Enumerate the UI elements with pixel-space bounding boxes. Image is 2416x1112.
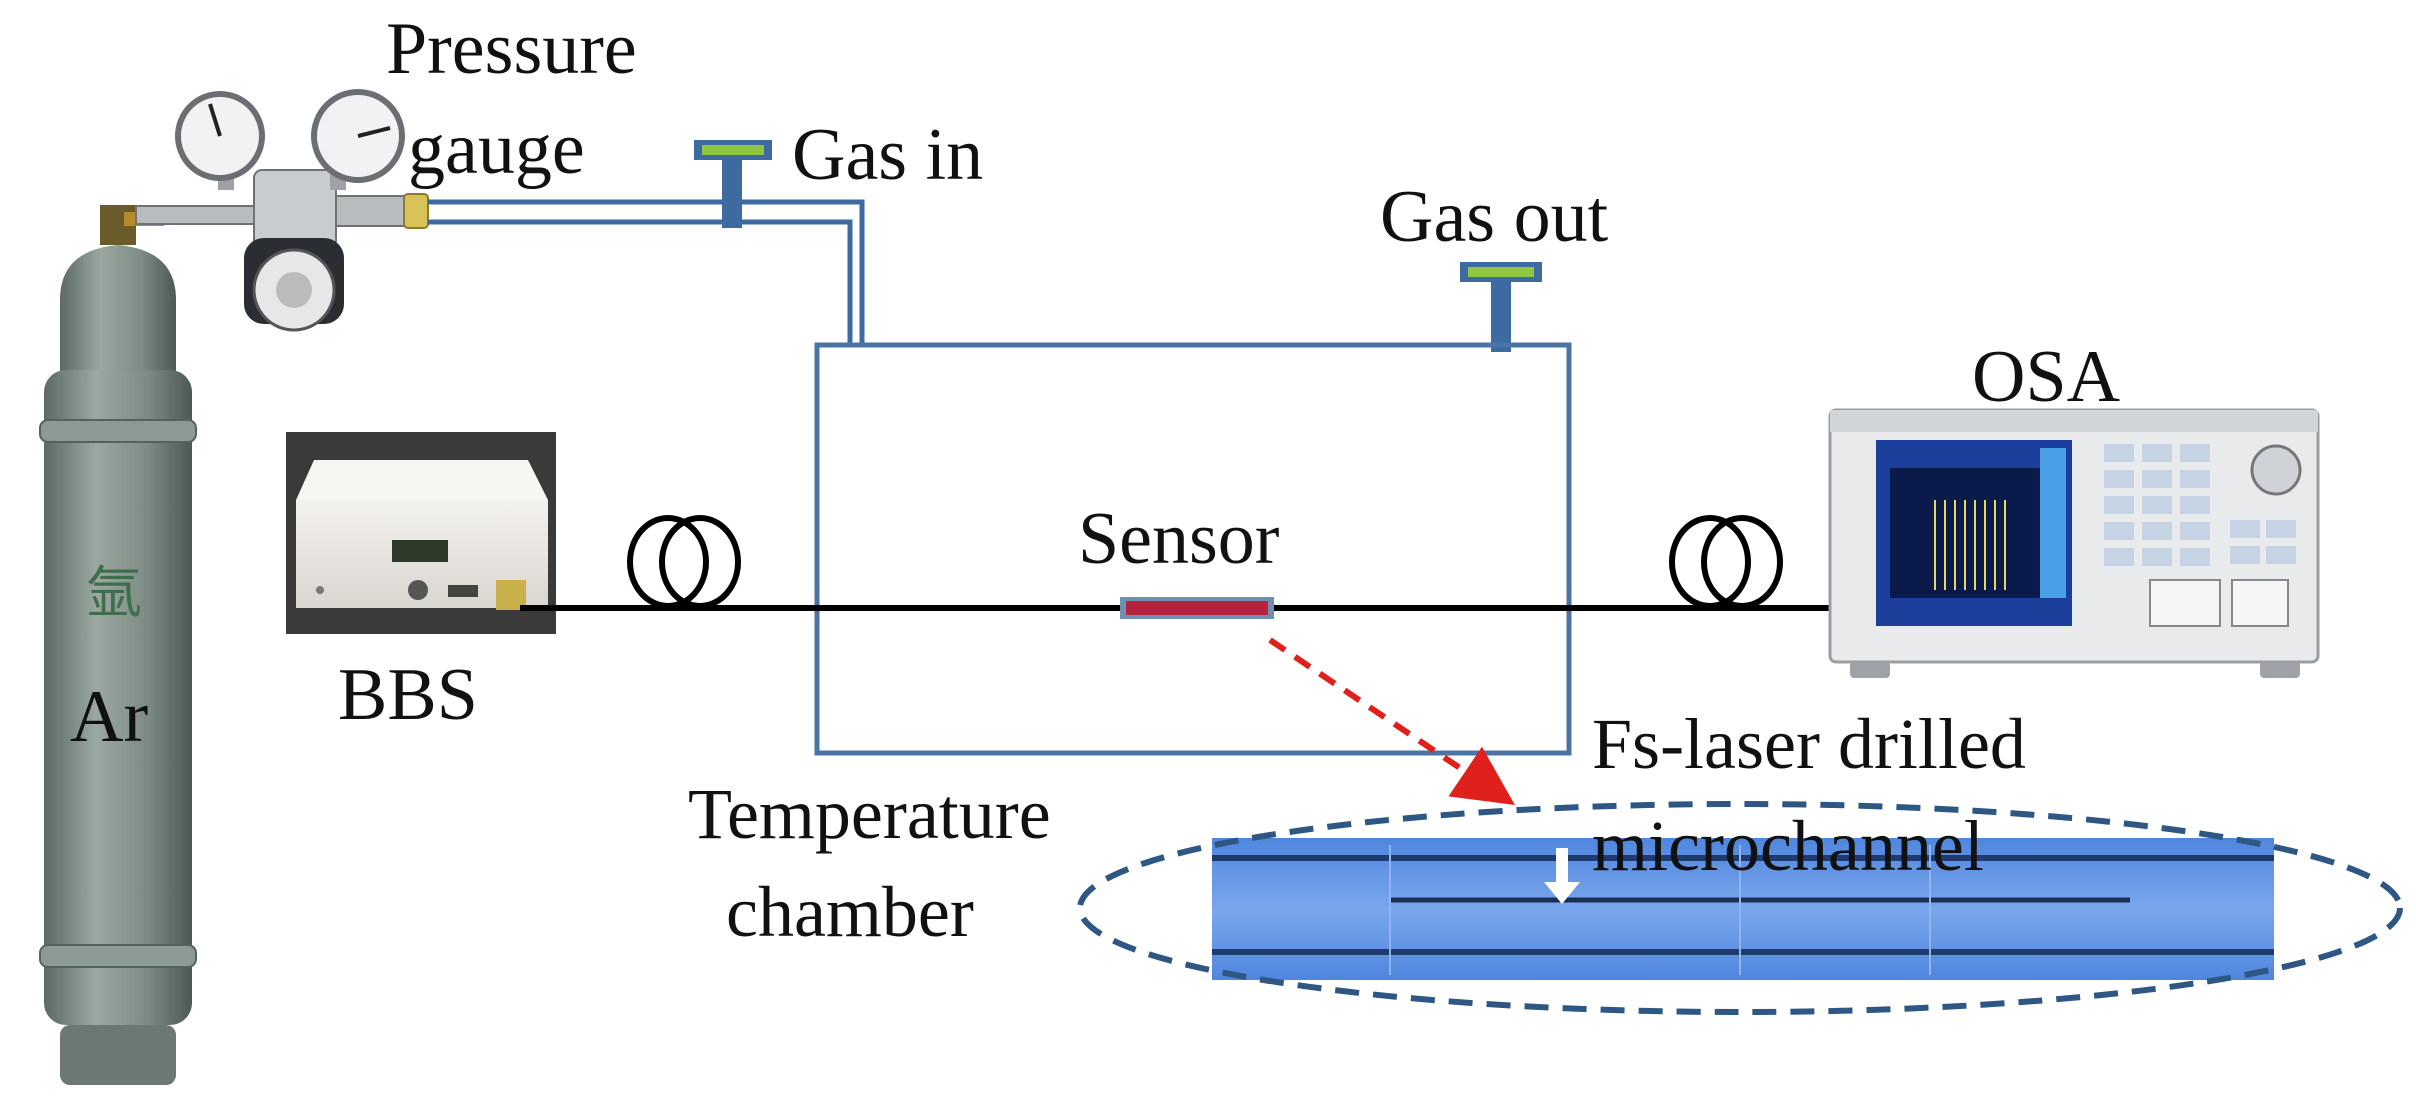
microchannel-highlight-ellipse <box>1077 801 2403 1015</box>
pressure-regulator <box>135 89 429 332</box>
fs-laser-label-line1: Fs-laser drilled <box>1592 704 2026 784</box>
sensor-label: Sensor <box>1078 498 1280 580</box>
argon-cjk-label: 氩 <box>86 561 142 626</box>
osa-device <box>1828 408 2320 678</box>
temperature-chamber-label-line2: chamber <box>726 872 974 952</box>
osa-label: OSA <box>1972 336 2121 418</box>
fiber-coil-left <box>627 515 741 609</box>
argon-label: Ar <box>70 676 149 758</box>
gas-in-label: Gas in <box>792 114 984 196</box>
temperature-chamber-box <box>814 342 1572 756</box>
bbs-device <box>286 432 556 634</box>
microchannel-image <box>1212 838 2274 980</box>
gas-out-valve <box>1460 262 1542 352</box>
bbs-label: BBS <box>338 654 478 736</box>
temperature-chamber-label-line1: Temperature <box>688 774 1051 854</box>
sensor-element <box>1120 597 1274 619</box>
fs-laser-label-line2: microchannel <box>1592 806 1984 886</box>
gas-in-valve <box>694 140 772 228</box>
pressure-gauge-label-line2: gauge <box>408 108 585 190</box>
zoom-arrow <box>1268 637 1515 806</box>
gas-out-label: Gas out <box>1380 176 1609 258</box>
pressure-gauge-label-line1: Pressure <box>386 8 637 90</box>
fiber-coil-right <box>1669 515 1783 609</box>
argon-cylinder <box>39 205 197 1085</box>
gas-pipe <box>428 199 865 345</box>
